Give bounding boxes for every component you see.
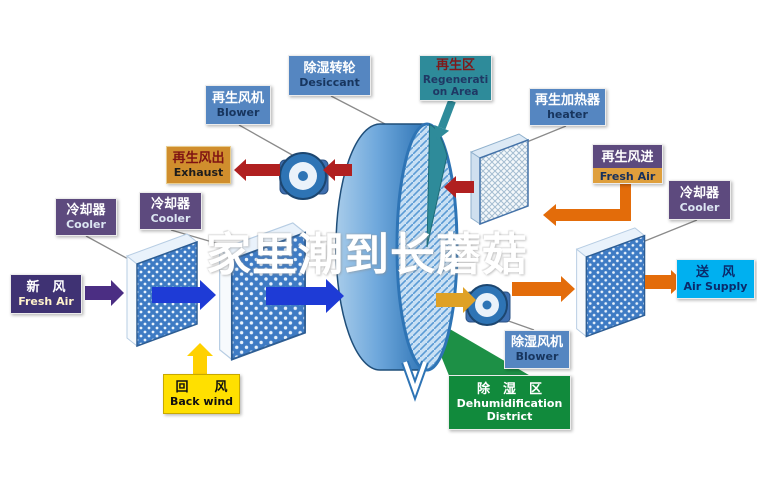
label-cooler-left: 冷却器 Cooler — [55, 198, 117, 236]
label-cooler-right-en: Cooler — [679, 200, 720, 214]
label-air-supply: 送 风 Air Supply — [676, 259, 755, 299]
label-cooler-mid-en: Cooler — [150, 211, 191, 225]
label-desiccant-zh: 除湿转轮 — [303, 61, 356, 77]
regeneration-blower-fan — [279, 152, 329, 200]
callout-regen-blower — [238, 124, 295, 157]
regeneration-area-arrowhead — [434, 125, 450, 140]
label-regen-blower-en: Blower — [216, 105, 260, 119]
label-desiccant: 除湿转轮 Desiccant — [288, 55, 371, 96]
regen-hot-air-arrow — [444, 176, 474, 198]
label-regeneration-area: 再生区 Regenerati on Area — [419, 55, 492, 101]
label-dehumid-blower: 除湿风机 Blower — [504, 330, 570, 369]
label-dehumid-district-en2: District — [486, 409, 533, 423]
callout-desiccant — [330, 95, 390, 127]
dry-air-arrow — [436, 287, 476, 313]
label-regen-fresh-air: 再生风进 Fresh Air — [592, 144, 663, 184]
label-back-wind-zh: 回 风 — [175, 379, 228, 395]
label-exhaust-zh: 再生风出 — [172, 150, 225, 166]
exhaust-arrow-1 — [323, 159, 352, 181]
callout-lines — [85, 95, 698, 331]
label-regen-heater-en: heater — [547, 107, 588, 121]
dehumidification-blower-fan — [465, 284, 511, 326]
label-regeneration-area-en2: on Area — [432, 86, 479, 99]
label-regen-heater-zh: 再生加热器 — [534, 92, 600, 108]
label-cooler-left-zh: 冷却器 — [66, 202, 106, 218]
label-dehumid-district-en1: Dehumidification — [456, 396, 563, 410]
label-regen-blower: 再生风机 Blower — [205, 85, 271, 125]
label-cooler-mid-zh: 冷却器 — [150, 196, 190, 212]
label-regeneration-area-en1: Regenerati — [422, 74, 489, 87]
callout-cooler-right — [639, 219, 698, 244]
label-fresh-air-zh: 新 风 — [26, 279, 66, 295]
process-air-arrow-2 — [266, 279, 344, 313]
fresh-air-arrow — [85, 280, 124, 306]
label-fresh-air: 新 风 Fresh Air — [10, 274, 82, 314]
label-dehumid-district: 除 湿 区 Dehumidification District — [448, 375, 571, 430]
label-cooler-left-en: Cooler — [66, 217, 106, 231]
label-cooler-right-zh: 冷却器 — [679, 185, 719, 201]
label-cooler-right: 冷却器 Cooler — [668, 180, 731, 220]
watermark-text: 家里潮到长蘑菇 — [206, 228, 529, 281]
label-air-supply-zh: 送 风 — [695, 264, 735, 280]
label-exhaust: 再生风出 Exhaust — [166, 146, 231, 184]
label-desiccant-en: Desiccant — [299, 76, 360, 90]
label-fresh-air-en: Fresh Air — [18, 294, 74, 308]
label-dehumid-blower-en: Blower — [515, 350, 559, 364]
label-exhaust-en: Exhaust — [173, 165, 224, 179]
heater-coil-block — [469, 133, 530, 226]
process-air-arrow-1 — [152, 280, 216, 310]
cooler-coil-right — [575, 227, 646, 338]
label-cooler-mid: 冷却器 Cooler — [139, 192, 202, 230]
label-back-wind: 回 风 Back wind — [163, 374, 240, 414]
desiccant-rotary-wheel — [335, 122, 459, 402]
label-regen-heater: 再生加热器 heater — [529, 88, 606, 126]
label-regen-fresh-air-en: Fresh Air — [593, 168, 662, 183]
return-air-arrow — [187, 343, 213, 374]
label-dehumid-district-zh: 除 湿 区 — [476, 381, 542, 397]
regen-fresh-air-arrow — [543, 204, 631, 226]
callout-cooler-mid — [170, 229, 234, 249]
label-air-supply-en: Air Supply — [683, 279, 748, 293]
supply-air-arrow-2 — [645, 270, 684, 294]
callout-cooler-left — [85, 235, 131, 261]
label-back-wind-en: Back wind — [169, 394, 234, 408]
label-regen-blower-zh: 再生风机 — [211, 90, 264, 106]
regen-fresh-air-duct — [620, 184, 631, 212]
exhaust-arrow-2 — [234, 159, 280, 181]
label-dehumid-blower-zh: 除湿风机 — [510, 335, 563, 351]
label-regen-fresh-air-zh: 再生风进 — [593, 145, 662, 168]
flow-arrows — [85, 99, 684, 374]
regeneration-area-line — [437, 99, 456, 130]
supply-air-arrow-1 — [512, 276, 575, 302]
label-regeneration-area-zh: 再生区 — [435, 57, 475, 73]
